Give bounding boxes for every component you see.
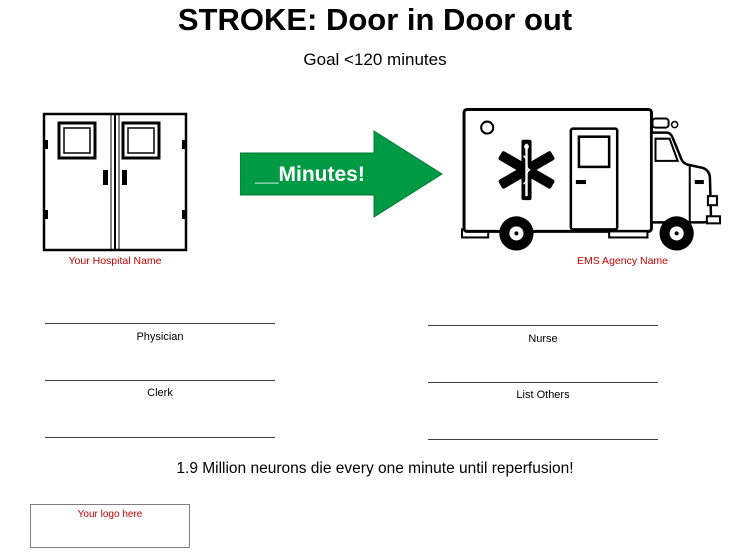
logo-placeholder-label: Your logo here [77,509,143,520]
nurse-label: Nurse [528,333,558,345]
signature-line [45,323,275,324]
logo-placeholder-box: Your logo here [30,504,190,548]
goal-subtitle: Goal <120 minutes [303,50,447,69]
door-handle-icon [103,170,108,185]
arrow-label: __Minutes! [254,163,365,186]
clerk-label: Clerk [147,387,173,399]
ems-agency-caption: EMS Agency Name [576,255,669,267]
signature-line [45,380,275,381]
list-others-label: List Others [516,389,570,401]
page-title: STROKE: Door in Door out [177,2,573,37]
left-signature-column: Physician Clerk [45,323,275,445]
hospital-name-caption: Your Hospital Name [68,255,162,267]
signature-line [428,382,658,383]
signature-line [45,437,275,438]
footer-text: 1.9 Million neurons die every one minute… [176,460,574,477]
door-handle-icon [122,170,127,185]
minutes-arrow: __Minutes! [240,130,443,218]
signature-line [428,325,658,326]
signature-line [428,439,658,440]
hospital-doors-image [42,112,188,252]
ambulance-image [461,107,721,251]
physician-label: Physician [136,331,184,343]
right-signature-column: Nurse List Others [428,325,658,447]
star-of-life-icon [498,139,555,201]
